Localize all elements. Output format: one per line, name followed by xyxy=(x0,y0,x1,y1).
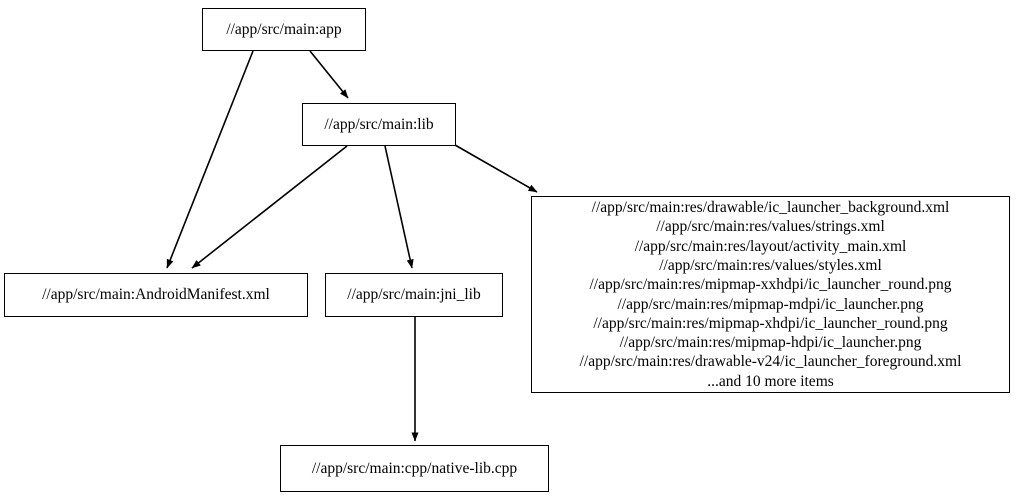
edge-app-to-lib xyxy=(309,50,349,99)
node-lib-label: //app/src/main:lib xyxy=(324,115,434,133)
node-android-manifest[interactable]: //app/src/main:AndroidManifest.xml xyxy=(4,273,308,317)
resources-line: //app/src/main:res/mipmap-hdpi/ic_launch… xyxy=(619,334,922,352)
node-android-manifest-label: //app/src/main:AndroidManifest.xml xyxy=(42,286,270,304)
edge-lib-to-resources xyxy=(454,144,538,193)
edge-lib-to-manifest xyxy=(191,145,348,269)
resources-line: //app/src/main:res/mipmap-xhdpi/ic_launc… xyxy=(593,314,948,332)
resources-line: //app/src/main:res/values/styles.xml xyxy=(659,256,882,274)
node-resources-group-label: //app/src/main:res/drawable/ic_launcher_… xyxy=(532,198,1009,391)
resources-line: ...and 10 more items xyxy=(707,372,834,390)
node-app[interactable]: //app/src/main:app xyxy=(202,8,366,51)
node-jni-lib-label: //app/src/main:jni_lib xyxy=(347,286,481,304)
resources-line: //app/src/main:res/mipmap-mdpi/ic_launch… xyxy=(617,295,924,313)
resources-line: //app/src/main:res/values/strings.xml xyxy=(656,218,885,236)
resources-line: //app/src/main:res/mipmap-xxhdpi/ic_laun… xyxy=(589,276,952,294)
resources-line: //app/src/main:res/layout/activity_main.… xyxy=(634,237,907,255)
node-native-lib-cpp[interactable]: //app/src/main:cpp/native-lib.cpp xyxy=(280,445,549,492)
node-app-label: //app/src/main:app xyxy=(226,20,342,38)
resources-line: //app/src/main:res/drawable/ic_launcher_… xyxy=(591,199,950,217)
node-jni-lib[interactable]: //app/src/main:jni_lib xyxy=(325,273,503,317)
node-lib[interactable]: //app/src/main:lib xyxy=(302,103,456,146)
node-resources-group[interactable]: //app/src/main:res/drawable/ic_launcher_… xyxy=(531,196,1010,393)
node-native-lib-cpp-label: //app/src/main:cpp/native-lib.cpp xyxy=(311,459,518,477)
edge-app-to-manifest xyxy=(166,50,254,269)
edge-lib-to-jni-lib xyxy=(384,145,414,269)
resources-line: //app/src/main:res/drawable-v24/ic_launc… xyxy=(579,353,962,371)
